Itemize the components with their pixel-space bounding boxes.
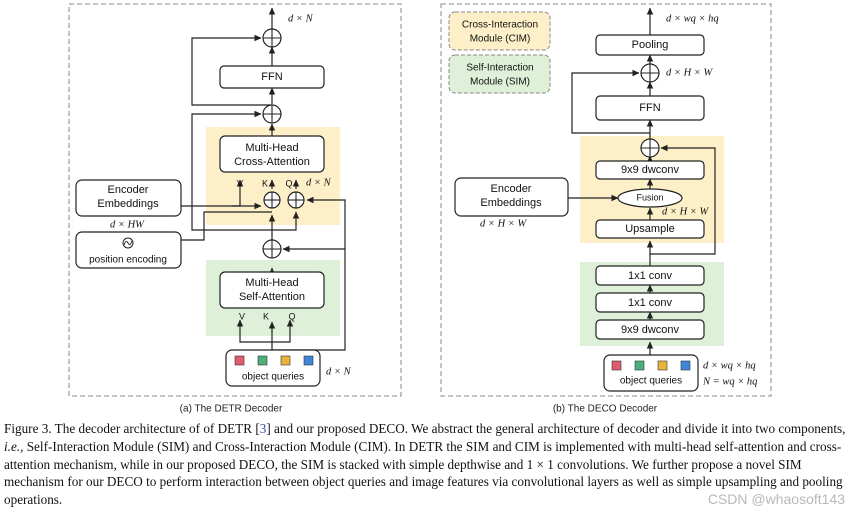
- caption-part-2: ] and our proposed DECO. We abstract the…: [266, 421, 846, 436]
- add-node-b1: [640, 63, 660, 83]
- legend-cim-label-1: Cross-Interaction: [462, 20, 538, 31]
- conv1-label: 1x1 conv: [628, 270, 673, 282]
- legend-sim: [448, 54, 551, 94]
- position-encoding-label: position encoding: [89, 255, 167, 266]
- v-label-cross: V: [237, 178, 243, 188]
- figure-caption: Figure 3. The decoder architecture of of…: [4, 420, 856, 509]
- pooling-box: [595, 34, 705, 56]
- n-equation: N = wq × hq: [702, 376, 757, 387]
- add-node-a1: [262, 28, 282, 48]
- dwconv-top-box: [595, 160, 705, 180]
- position-encoding-box: [75, 231, 182, 269]
- encoder-embeddings-label-a-1: Encoder: [108, 184, 149, 196]
- encoder-embeddings-box-a: [75, 179, 182, 217]
- self-attention-label-2: Self-Attention: [239, 291, 305, 303]
- add-node-a4: [287, 191, 305, 209]
- query-token-green: [257, 355, 268, 366]
- query-token-yellow-b: [657, 360, 668, 371]
- citation-link[interactable]: 3: [259, 421, 267, 436]
- legend-sim-label-2: Module (SIM): [470, 77, 530, 88]
- object-queries-label-a: object queries: [242, 372, 304, 383]
- encoder-embeddings-box-b: [454, 177, 569, 217]
- add-node-b2: [640, 138, 660, 158]
- query-token-blue-b: [680, 360, 691, 371]
- ffn-label-b: FFN: [639, 102, 660, 114]
- dim-hw-a: d × HW: [110, 219, 145, 230]
- cross-attention-label-1: Multi-Head: [245, 142, 298, 154]
- panel-a-border: [68, 3, 402, 397]
- upsample-box: [595, 219, 705, 239]
- object-queries-label-b: object queries: [620, 376, 682, 387]
- caption-part-1: Figure 3. The decoder architecture of of…: [4, 421, 260, 436]
- dwconv-bottom-label: 9x9 dwconv: [621, 324, 680, 336]
- dim-fusion-b: d × H × W: [662, 206, 710, 217]
- encoder-embeddings-label-b-1: Encoder: [491, 183, 532, 195]
- watermark: CSDN @whaosoft143: [707, 491, 845, 507]
- conv2-label: 1x1 conv: [628, 297, 673, 309]
- self-attention-label-1: Multi-Head: [245, 277, 298, 289]
- encoder-embeddings-label-a-2: Embeddings: [97, 198, 159, 210]
- cross-attention-box: [219, 135, 325, 173]
- k-label-cross: K: [262, 178, 268, 188]
- legend-cim-label-2: Module (CIM): [470, 34, 531, 45]
- dim-ffn-b: d × H × W: [666, 67, 714, 78]
- dim-cross-a: d × N: [306, 177, 332, 188]
- conv1-box: [595, 265, 705, 286]
- q-label-self: Q: [288, 311, 295, 321]
- object-queries-box-b: [603, 354, 699, 392]
- dwconv-bottom-box: [595, 319, 705, 340]
- ffn-box-a: [219, 65, 325, 89]
- legend-sim-label-1: Self-Interaction: [466, 63, 533, 74]
- dim-encoder-b: d × H × W: [480, 218, 528, 229]
- caption-ie: i.e.: [4, 438, 21, 454]
- ffn-label-a: FFN: [261, 71, 282, 83]
- dim-queries-a: d × N: [326, 366, 352, 377]
- add-node-a2: [262, 104, 282, 124]
- conv2-box: [595, 292, 705, 313]
- dim-output-b: d × wq × hq: [666, 13, 719, 24]
- subtitle-b: (b) The DECO Decoder: [553, 404, 658, 415]
- dwconv-top-label: 9x9 dwconv: [621, 164, 680, 176]
- fusion-node: [617, 188, 683, 208]
- query-token-red-b: [611, 360, 622, 371]
- k-label-self: K: [263, 311, 269, 321]
- add-node-a3: [263, 191, 281, 209]
- query-token-red: [234, 355, 245, 366]
- panel-b-border: [440, 3, 772, 397]
- pooling-label: Pooling: [632, 39, 669, 51]
- dim-queries-b: d × wq × hq: [703, 360, 756, 371]
- query-token-yellow: [280, 355, 291, 366]
- encoder-embeddings-label-b-2: Embeddings: [480, 197, 542, 209]
- add-node-a5: [262, 239, 282, 259]
- query-token-green-b: [634, 360, 645, 371]
- fusion-label: Fusion: [636, 192, 663, 202]
- dim-output-a: d × N: [288, 13, 314, 24]
- query-token-blue: [303, 355, 314, 366]
- q-label-cross: Q: [285, 178, 292, 188]
- v-label-self: V: [239, 311, 245, 321]
- legend-cim: [448, 11, 551, 51]
- upsample-label: Upsample: [625, 223, 675, 235]
- ffn-box-b: [595, 95, 705, 121]
- cross-attention-label-2: Cross-Attention: [234, 156, 310, 168]
- object-queries-box-a: [225, 349, 321, 387]
- self-attention-box: [219, 271, 325, 309]
- subtitle-a: (a) The DETR Decoder: [180, 404, 283, 415]
- caption-part-3: , Self-Interaction Module (SIM) and Cros…: [4, 438, 843, 508]
